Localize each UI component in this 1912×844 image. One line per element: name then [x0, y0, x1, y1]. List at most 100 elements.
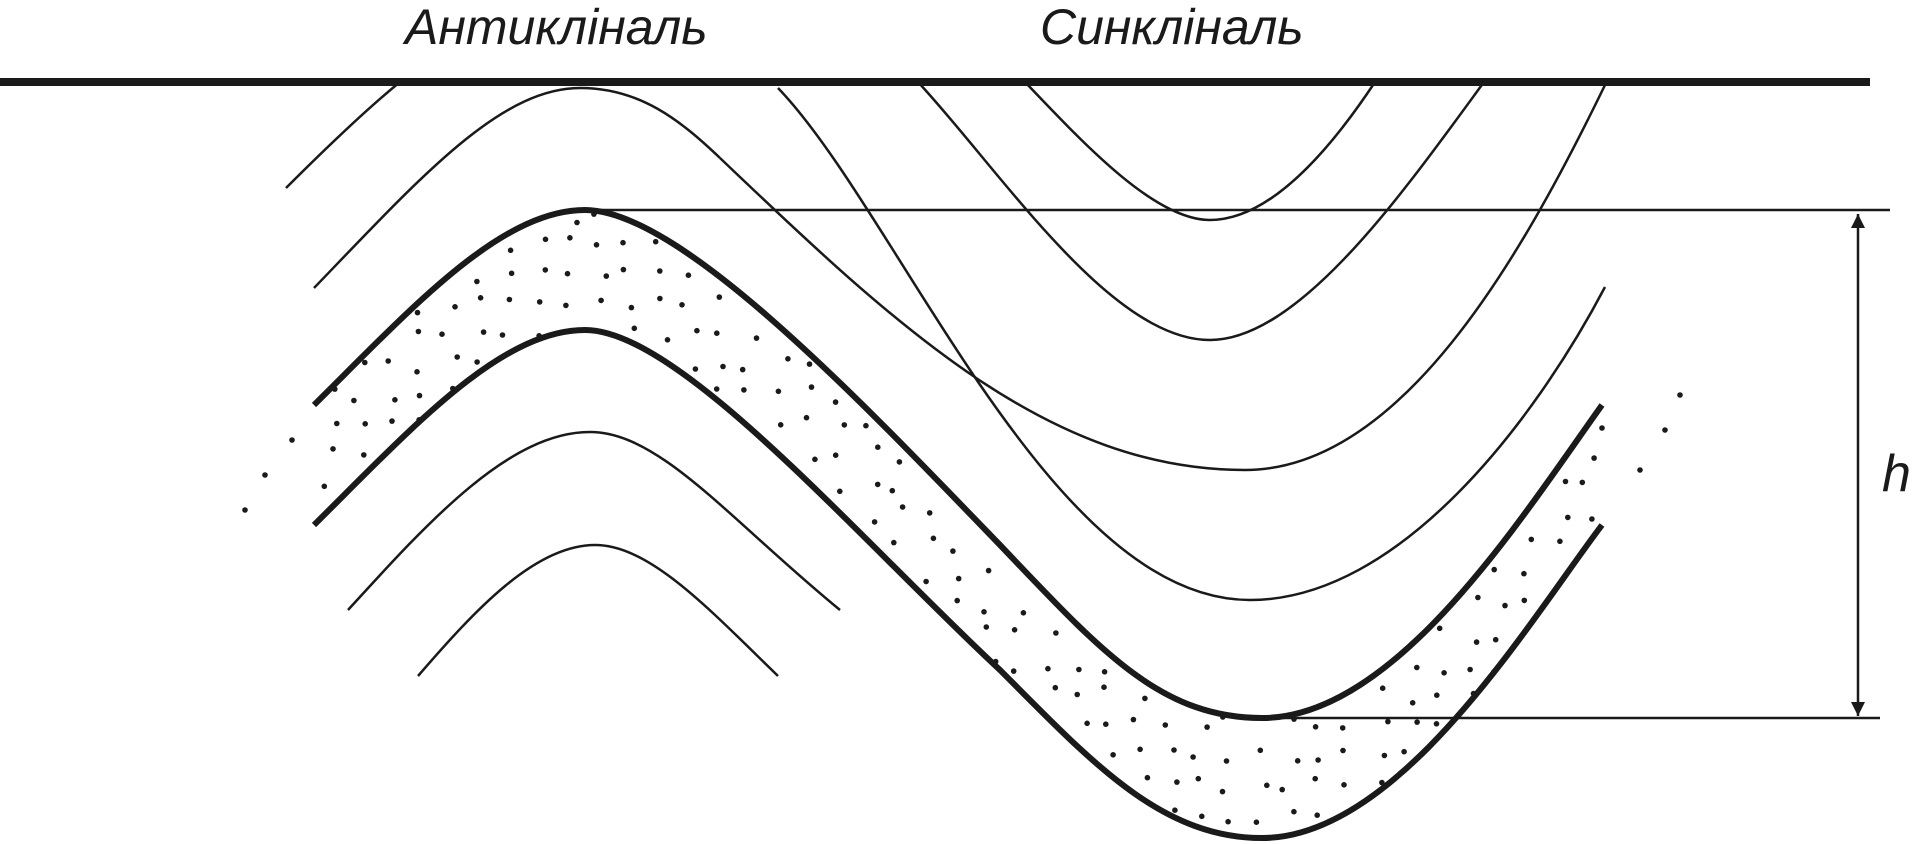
sand-dot — [1409, 700, 1416, 706]
sand-dot — [1312, 775, 1318, 782]
sand-dot — [598, 297, 604, 304]
sand-dot — [1414, 719, 1420, 725]
sand-dot — [1052, 684, 1059, 691]
sand-dot — [841, 422, 848, 428]
sand-dot — [620, 239, 626, 246]
sand-dot — [1162, 722, 1169, 728]
sand-dot — [1436, 625, 1443, 632]
sand-dot — [985, 567, 992, 574]
sand-dot — [593, 242, 600, 248]
sand-dot — [1074, 691, 1080, 698]
sand-dot — [414, 309, 421, 316]
sand-dot — [415, 328, 422, 335]
sand-dot — [837, 488, 843, 495]
syncline-label: Синкліналь — [1040, 0, 1304, 55]
stratum-line — [1024, 81, 1377, 222]
sand-dot — [1591, 455, 1597, 461]
sand-dot — [1491, 566, 1497, 573]
sand-dot — [1565, 514, 1571, 521]
sand-dot — [536, 299, 543, 305]
sand-dot — [657, 295, 663, 302]
sand-dot — [1171, 747, 1177, 753]
sand-dot — [1195, 775, 1202, 782]
sand-dot — [1264, 782, 1270, 789]
sand-dot — [1589, 516, 1595, 522]
sand-dot — [542, 236, 549, 243]
sand-dot — [664, 337, 671, 343]
stratum-line — [777, 87, 1607, 602]
sand-dot — [1130, 716, 1137, 723]
sand-dot — [1312, 724, 1319, 730]
sand-dot — [891, 539, 897, 546]
sand-dot — [321, 483, 328, 490]
dotted-layer-fill — [314, 210, 1602, 836]
sand-dot — [1314, 812, 1320, 818]
sand-dot — [1294, 758, 1301, 764]
sand-dot — [739, 366, 746, 373]
sand-dot — [499, 332, 506, 338]
sand-dot — [685, 272, 692, 279]
sand-dot — [808, 384, 815, 390]
sand-dot — [1011, 627, 1018, 633]
sand-dot — [1599, 425, 1605, 431]
sand-dot — [392, 397, 398, 403]
sand-dot — [806, 361, 813, 367]
sand-dot — [564, 270, 571, 277]
sand-dot — [439, 331, 445, 338]
sand-dot — [983, 624, 990, 630]
sand-dot — [954, 597, 960, 604]
sand-dot — [1315, 757, 1321, 763]
sand-dot — [741, 387, 747, 393]
sand-dot — [720, 363, 726, 370]
sand-dot — [1473, 639, 1480, 645]
sand-dot — [262, 472, 268, 478]
sand-dot — [1434, 692, 1440, 698]
sand-dot — [1339, 725, 1346, 731]
layer-top-boundary — [311, 206, 1605, 722]
sand-dot — [1381, 752, 1388, 759]
sand-dot — [716, 294, 723, 300]
sand-dot — [1433, 721, 1440, 727]
sand-dot — [1053, 630, 1059, 636]
sand-dot — [775, 388, 782, 395]
sand-dot — [1137, 746, 1143, 753]
stratum-line — [313, 86, 721, 289]
sand-dot — [1225, 818, 1231, 825]
sand-dot — [1172, 807, 1178, 813]
anticline-label: Антикліналь — [405, 0, 708, 55]
sand-dot — [1101, 684, 1107, 690]
sand-dot — [361, 452, 367, 458]
sand-dot — [1662, 427, 1668, 433]
sand-dot — [950, 548, 956, 554]
sand-dot — [620, 266, 627, 273]
sand-dot — [385, 358, 392, 364]
sand-dot — [1253, 819, 1260, 825]
sand-dot — [542, 267, 549, 273]
sand-dot — [955, 575, 962, 582]
sand-dot — [563, 302, 569, 309]
sand-dot — [362, 421, 369, 427]
sand-dot — [330, 446, 336, 452]
sand-dot — [1223, 758, 1230, 764]
sand-dot — [1103, 721, 1109, 727]
sand-dot — [1475, 594, 1481, 601]
sand-dot — [657, 268, 663, 274]
stratum-line — [347, 430, 841, 611]
sand-dot — [981, 609, 987, 615]
sand-dot — [507, 247, 514, 254]
sand-dot — [603, 273, 610, 279]
sand-dot — [679, 302, 685, 308]
sand-dot — [812, 456, 818, 463]
sand-dot — [1204, 724, 1210, 730]
sand-dot — [574, 219, 580, 226]
sand-dot — [631, 325, 638, 332]
sand-dot — [351, 397, 357, 404]
sand-dot — [1190, 754, 1196, 760]
sand-dot — [567, 235, 573, 241]
sand-dot — [1020, 610, 1027, 616]
sand-dot — [1492, 636, 1499, 643]
sand-dot — [414, 369, 420, 375]
stratum-line — [917, 81, 1486, 342]
sand-dot — [926, 510, 933, 516]
